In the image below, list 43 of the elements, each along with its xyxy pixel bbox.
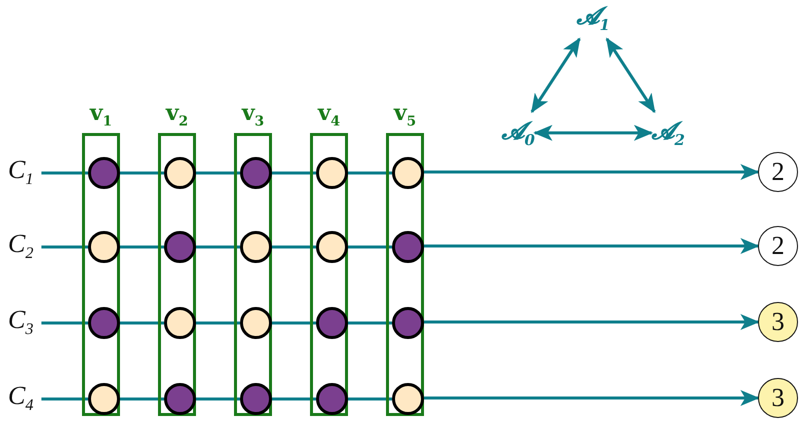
set-label: 𝓐$_{1}$ xyxy=(576,4,610,32)
dot xyxy=(164,231,196,263)
row-label: C$_{4}$ xyxy=(8,383,34,414)
column-heading: v$_{5}$ xyxy=(394,100,416,130)
dot xyxy=(316,383,348,415)
arrow xyxy=(424,314,760,330)
dot xyxy=(164,383,196,415)
set-label: 𝓐$_{2}$ xyxy=(652,118,685,148)
dot xyxy=(164,157,196,189)
arrow xyxy=(606,38,656,114)
dot xyxy=(240,383,272,415)
dot xyxy=(240,157,272,189)
dot xyxy=(316,157,348,189)
row-label: C$_{3}$ xyxy=(8,307,34,338)
dot xyxy=(316,307,348,339)
arrow xyxy=(424,238,760,254)
dot xyxy=(240,307,272,339)
row-label: C$_{2}$ xyxy=(8,231,34,262)
count-circle: 3 xyxy=(758,378,798,418)
dot xyxy=(240,231,272,263)
set-label: 𝓐$_{0}$ xyxy=(502,118,535,148)
column-heading: v$_{3}$ xyxy=(242,100,264,130)
dot xyxy=(164,307,196,339)
dot xyxy=(392,383,424,415)
arrow xyxy=(533,124,654,141)
row-label: C$_{1}$ xyxy=(8,157,34,188)
count-circle: 2 xyxy=(758,226,798,266)
column-heading: v$_{4}$ xyxy=(318,100,340,130)
count-circle: 3 xyxy=(758,302,798,342)
column-heading: v$_{1}$ xyxy=(90,100,112,130)
dot xyxy=(88,383,120,415)
dot xyxy=(316,231,348,263)
dot xyxy=(88,157,120,189)
dot xyxy=(88,231,120,263)
dot xyxy=(392,307,424,339)
arrow xyxy=(424,164,760,180)
count-circle: 2 xyxy=(758,152,798,192)
dot xyxy=(392,157,424,189)
dot xyxy=(88,307,120,339)
column-heading: v$_{2}$ xyxy=(166,100,188,130)
dot xyxy=(392,231,424,263)
arrow xyxy=(424,390,760,406)
arrow xyxy=(530,38,581,114)
